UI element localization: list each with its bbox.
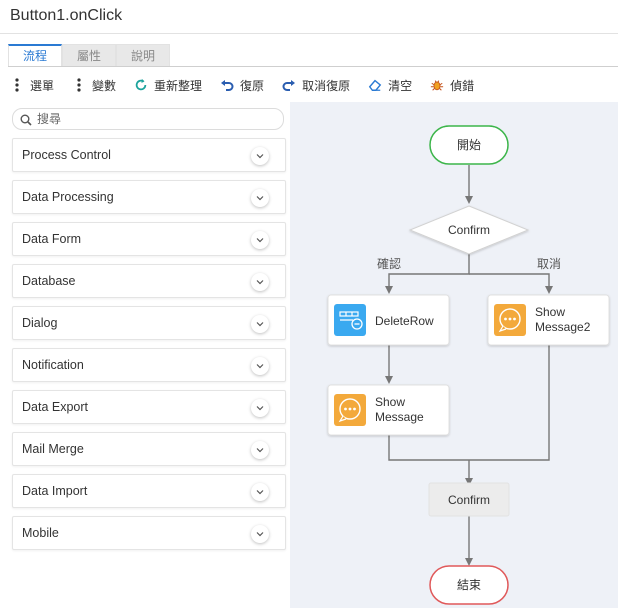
category-database[interactable]: Database xyxy=(12,264,286,298)
refresh-icon xyxy=(134,78,148,92)
category-data-export[interactable]: Data Export xyxy=(12,390,286,424)
start-node[interactable]: 開始 xyxy=(429,125,509,165)
no-branch-label: 取消 xyxy=(537,257,561,271)
decision-label: Confirm xyxy=(448,223,490,237)
category-notification[interactable]: Notification xyxy=(12,348,286,382)
chat-bubble-icon xyxy=(334,394,366,426)
reorganize-label: 重新整理 xyxy=(154,78,203,93)
chevron-down-icon[interactable] xyxy=(251,525,269,543)
component-sidebar: Process Control Data Processing Data For… xyxy=(8,102,290,608)
eraser-icon xyxy=(368,78,382,92)
delete-row-node[interactable]: DeleteRow xyxy=(327,294,450,346)
chevron-down-icon[interactable] xyxy=(251,231,269,249)
show-message2-label-line2: Message2 xyxy=(535,320,591,334)
chevron-down-icon[interactable] xyxy=(251,441,269,459)
edge-no xyxy=(469,273,553,294)
category-data-processing[interactable]: Data Processing xyxy=(12,180,286,214)
chevron-down-icon[interactable] xyxy=(251,315,269,333)
decision-node[interactable]: Confirm xyxy=(408,205,530,255)
redo-button[interactable]: 取消復原 xyxy=(282,77,350,94)
category-label: Database xyxy=(22,274,76,288)
debug-label: 偵錯 xyxy=(450,78,475,93)
window-title-bar: Button1.onClick xyxy=(0,0,618,34)
tab-properties[interactable]: 屬性 xyxy=(62,44,116,67)
yes-branch-label: 確認 xyxy=(377,256,401,271)
chevron-down-icon[interactable] xyxy=(251,273,269,291)
undo-label: 復原 xyxy=(240,78,265,93)
end-label: 結束 xyxy=(457,578,481,592)
chevron-down-icon[interactable] xyxy=(251,147,269,165)
show-message-label-line1: Show xyxy=(375,395,405,409)
start-label: 開始 xyxy=(457,138,481,152)
category-mail-merge[interactable]: Mail Merge xyxy=(12,432,286,466)
delete-row-icon xyxy=(334,304,366,336)
search-icon xyxy=(20,113,32,131)
tab-bar: 流程 屬性 說明 xyxy=(8,44,170,67)
category-label: Notification xyxy=(22,358,84,372)
clear-label: 清空 xyxy=(388,78,413,93)
category-label: Dialog xyxy=(22,316,58,330)
category-label: Process Control xyxy=(22,148,111,162)
chat-bubble-icon xyxy=(494,304,526,336)
show-message2-node[interactable]: Show Message2 xyxy=(487,294,610,346)
variables-label: 變數 xyxy=(92,78,117,93)
bug-icon xyxy=(430,78,444,92)
end-node[interactable]: 結束 xyxy=(429,565,509,605)
category-data-form[interactable]: Data Form xyxy=(12,222,286,256)
chevron-down-icon[interactable] xyxy=(251,399,269,417)
delete-row-label: DeleteRow xyxy=(375,314,434,328)
vertical-dots-icon xyxy=(72,78,86,92)
undo-button[interactable]: 復原 xyxy=(220,77,264,94)
redo-icon xyxy=(282,78,296,92)
chevron-down-icon[interactable] xyxy=(251,483,269,501)
tab-flow[interactable]: 流程 xyxy=(8,44,62,67)
category-data-import[interactable]: Data Import xyxy=(12,474,286,508)
debug-button[interactable]: 偵錯 xyxy=(430,77,474,94)
category-label: Data Form xyxy=(22,232,82,246)
menu-label: 選單 xyxy=(30,78,55,93)
vertical-dots-icon xyxy=(10,78,24,92)
redo-label: 取消復原 xyxy=(302,78,351,93)
undo-icon xyxy=(220,78,234,92)
window-title: Button1.onClick xyxy=(10,7,123,24)
menu-button[interactable]: 選單 xyxy=(10,77,54,94)
reorganize-button[interactable]: 重新整理 xyxy=(134,77,202,94)
category-label: Data Export xyxy=(22,400,89,414)
tab-divider xyxy=(8,66,618,67)
show-message2-label-line1: Show xyxy=(535,305,565,319)
clear-button[interactable]: 清空 xyxy=(368,77,412,94)
category-label: Data Processing xyxy=(22,190,114,204)
toolbar: 選單 變數 重新整理 復原 取消復原 清空 偵錯 xyxy=(10,70,492,100)
merge-node[interactable]: Confirm xyxy=(428,482,510,517)
flow-connectors xyxy=(385,165,553,566)
chevron-down-icon[interactable] xyxy=(251,357,269,375)
category-process-control[interactable]: Process Control xyxy=(12,138,286,172)
category-mobile[interactable]: Mobile xyxy=(12,516,286,550)
category-label: Data Import xyxy=(22,484,88,498)
category-label: Mail Merge xyxy=(22,442,84,456)
flow-canvas[interactable]: 確認 取消 開始 Confirm DeleteRow xyxy=(290,102,618,608)
variables-button[interactable]: 變數 xyxy=(72,77,116,94)
merge-label: Confirm xyxy=(448,493,490,507)
chevron-down-icon[interactable] xyxy=(251,189,269,207)
edge-yes xyxy=(385,254,470,294)
search-box xyxy=(12,108,284,130)
show-message-label-line2: Message xyxy=(375,410,424,424)
search-input[interactable] xyxy=(37,111,277,127)
show-message-node[interactable]: Show Message xyxy=(327,384,450,436)
flow-diagram: 確認 取消 開始 Confirm DeleteRow xyxy=(327,125,610,605)
category-label: Mobile xyxy=(22,526,59,540)
tab-description[interactable]: 說明 xyxy=(116,44,170,67)
category-dialog[interactable]: Dialog xyxy=(12,306,286,340)
